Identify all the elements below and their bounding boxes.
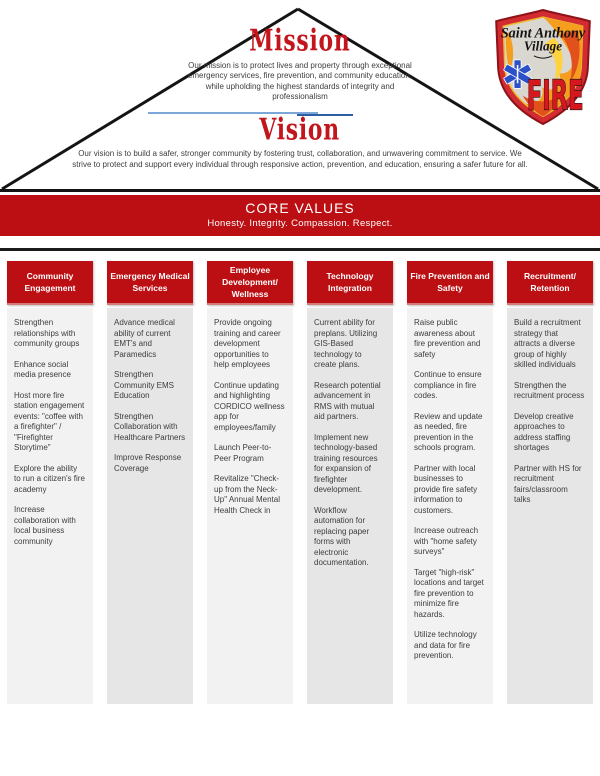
pillar-item: Research potential advancement in RMS wi… [314, 380, 381, 422]
horizontal-rule [0, 248, 600, 251]
mission-divider-line-right [297, 113, 353, 116]
pillar-body: Raise public awareness about fire preven… [407, 308, 493, 704]
mission-statement: Our mission is to protect lives and prop… [187, 61, 413, 102]
pillar-item: Workflow automation for replacing paper … [314, 505, 370, 568]
mission-section-title: Mission [0, 22, 600, 58]
pillar-item: Launch Peer-to-Peer Program [214, 443, 272, 463]
logo-org-line1: Saint Anthony [501, 26, 586, 42]
pillar-item: Build a recruitment strategy that attrac… [514, 318, 581, 369]
core-values-title: CORE VALUES [245, 200, 355, 216]
pillar-item: Develop creative approaches to address s… [514, 411, 574, 453]
logo-fire-text: FIRE [527, 72, 584, 120]
pillar-body: Build a recruitment strategy that attrac… [507, 308, 593, 704]
logo-org-line2: Village [524, 39, 562, 54]
pillar-item: Provide ongoing training and career deve… [214, 318, 281, 369]
pillar-item: Review and update as needed, fire preven… [414, 411, 483, 453]
pillar-item: Target "high-risk" locations and target … [414, 567, 484, 619]
pillar-body: Advance medical ability of current EMT's… [107, 308, 193, 704]
pillar-column: Technology Integration Current ability f… [307, 261, 393, 704]
pillar-item: Revitalize "Check-up from the Neck-Up" A… [214, 474, 280, 515]
pillar-column: Fire Prevention and Safety Raise public … [407, 261, 493, 704]
pillar-item: Implement new technology-based training … [314, 432, 378, 495]
pillar-item: Current ability for preplans. Utilizing … [314, 318, 378, 369]
pillar-item: Enhance social media presence [14, 359, 71, 380]
mission-divider-line-left [148, 112, 318, 114]
pillar-item: Strengthen Community EMS Education [114, 370, 175, 400]
vision-title-text: Vision [259, 111, 341, 147]
pillar-item: Increase collaboration with local busine… [14, 505, 76, 546]
pillar-body: Provide ongoing training and career deve… [207, 308, 293, 704]
pillar-header: Technology Integration [307, 261, 393, 305]
pillars: Community Engagement Strengthen relation… [7, 261, 593, 704]
pillar-item: Utilize technology and data for fire pre… [414, 630, 477, 660]
pillar-header: Community Engagement [7, 261, 93, 305]
flames-art [505, 17, 583, 117]
vision-section-title: Vision [0, 111, 600, 147]
pyramid-outline [0, 7, 600, 192]
fire-department-badge: Saint Anthony Village FIRE [495, 8, 591, 126]
pillar-body: Strengthen relationships with community … [7, 308, 93, 704]
pillar-item: Continue to ensure compliance in fire co… [414, 370, 482, 400]
pillar-column: Recruitment/ Retention Build a recruitme… [507, 261, 593, 704]
vision-statement: Our vision is to build a safer, stronger… [72, 149, 528, 169]
pillar-item: Strengthen relationships with community … [14, 318, 80, 348]
pillar-item: Continue updating and highlighting CORDI… [214, 380, 285, 432]
pillar-item: Host more fire station engagement events… [14, 390, 85, 453]
pillar-item: Strengthen the recruitment process [514, 380, 585, 401]
pillar-item: Strengthen Collaboration with Healthcare… [114, 411, 186, 442]
star-of-life-icon [503, 59, 532, 89]
pillar-item: Raise public awareness about fire preven… [414, 318, 481, 359]
pillar-item: Partner with HS for recruitment fairs/cl… [514, 463, 582, 505]
pillar-column: Community Engagement Strengthen relation… [7, 261, 93, 704]
pillar-header: Emergency Medical Services [107, 261, 193, 305]
pillar-header: Employee Development/ Wellness [207, 261, 293, 305]
pillar-item: Explore the ability to run a citizen's f… [14, 463, 85, 494]
pillar-item: Increase outreach with "home safety surv… [414, 526, 479, 556]
pillar-item: Partner with local businesses to provide… [414, 463, 478, 515]
pillar-body: Current ability for preplans. Utilizing … [307, 308, 393, 704]
mission-title-text: Mission [249, 22, 351, 58]
pillar-column: Employee Development/ Wellness Provide o… [207, 261, 293, 704]
pillar-column: Emergency Medical Services Advance medic… [107, 261, 193, 704]
pillar-item: Advance medical ability of current EMT's… [114, 318, 175, 359]
pillar-item: Improve Response Coverage [114, 453, 182, 473]
pillar-header: Fire Prevention and Safety [407, 261, 493, 305]
core-values-banner: CORE VALUES Honesty. Integrity. Compassi… [0, 195, 600, 236]
core-values-list: Honesty. Integrity. Compassion. Respect. [207, 218, 393, 229]
pillar-header: Recruitment/ Retention [507, 261, 593, 305]
